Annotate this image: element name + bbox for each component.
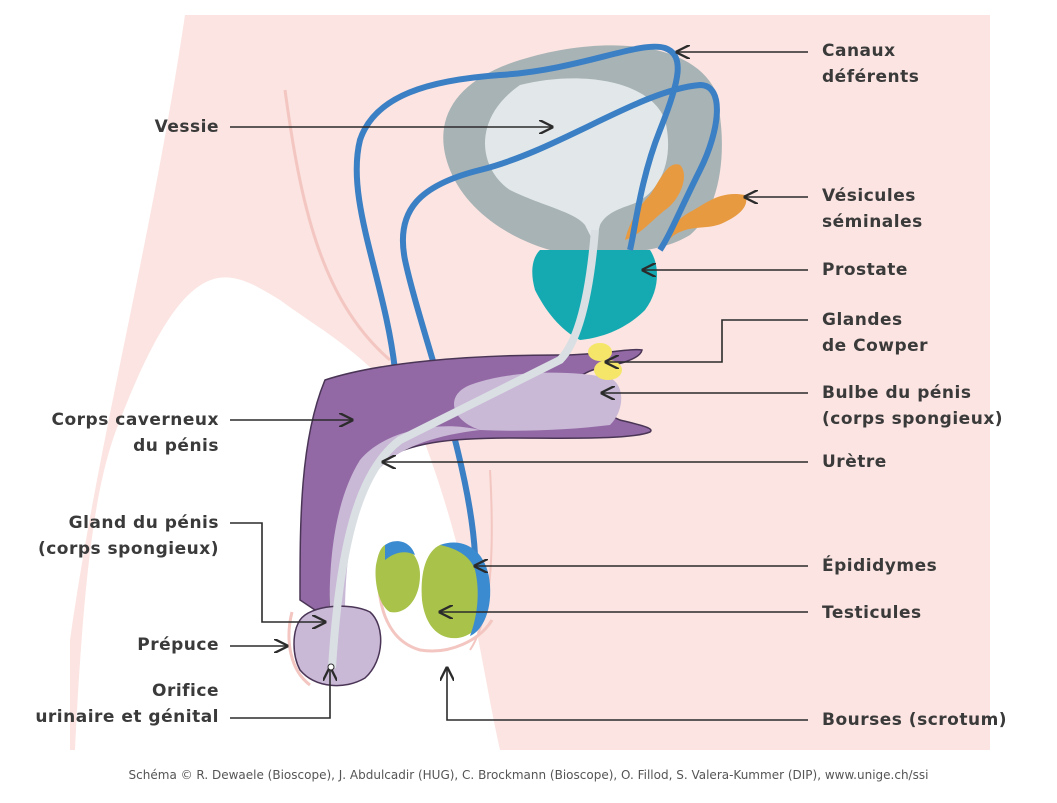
- label-uretre: Urètre: [822, 452, 887, 472]
- vas-deferens-right: [399, 81, 720, 556]
- leader-gland: [230, 522, 325, 622]
- label-vesicules-seminales: Vésicules séminales: [822, 183, 923, 235]
- credit-line: Schéma © R. Dewaele (Bioscope), J. Abdul…: [128, 768, 929, 782]
- label-prepuce: Prépuce: [137, 635, 219, 655]
- label-epididymes: Épididymes: [822, 556, 938, 576]
- label-bulbe-line1: Bulbe du pénis: [822, 383, 972, 403]
- label-glandes-line1: Glandes: [822, 310, 903, 330]
- label-vesicules-line2: séminales: [822, 212, 923, 232]
- vas-deferens-left: [353, 43, 681, 371]
- label-orifice-line2: urinaire et génital: [35, 707, 219, 727]
- leader-orifice: [230, 668, 330, 719]
- label-prostate: Prostate: [822, 260, 908, 280]
- label-canaux-line2: déférents: [822, 67, 920, 87]
- label-canaux-line1: Canaux: [822, 41, 896, 61]
- prepuce-outline: [287, 611, 311, 687]
- testis-right: [421, 543, 489, 639]
- label-corps-line1: Corps caverneux: [51, 410, 219, 430]
- label-glandes-cowper: Glandes de Cowper: [822, 307, 928, 359]
- label-gland-penis: Gland du pénis (corps spongieux): [38, 510, 219, 562]
- epididymis-left: [385, 541, 415, 560]
- seminal-vesicle-right: [660, 193, 747, 250]
- label-gland-line2: (corps spongieux): [37, 539, 219, 559]
- label-orifice-line1: Orifice: [152, 681, 219, 701]
- orifice-marker: [327, 663, 335, 671]
- label-vesicules-line1: Vésicules: [822, 186, 916, 206]
- label-corps-caverneux: Corps caverneux du pénis: [52, 407, 220, 459]
- label-bulbe-line2: (corps spongieux): [822, 409, 1004, 429]
- label-bulbe-penis: Bulbe du pénis (corps spongieux): [822, 380, 1003, 432]
- label-vessie: Vessie: [154, 117, 219, 137]
- leader-glandes: [606, 319, 808, 362]
- testis-left: [375, 544, 420, 613]
- label-orifice: Orifice urinaire et génital: [35, 678, 219, 730]
- leader-bourses: [447, 668, 808, 721]
- cowper-gland-2: [594, 360, 622, 380]
- label-corps-line2: du pénis: [133, 436, 219, 456]
- prostate-gland: [532, 250, 657, 340]
- corpus-spongiosum-bulb: [453, 372, 622, 431]
- bladder-inner: [485, 78, 669, 245]
- label-bourses: Bourses (scrotum): [822, 710, 1008, 730]
- seminal-vesicle-left: [625, 164, 685, 240]
- label-testicules: Testicules: [822, 603, 922, 623]
- cowper-gland-1: [588, 343, 612, 361]
- label-gland-line1: Gland du pénis: [68, 513, 219, 533]
- label-glandes-line2: de Cowper: [822, 336, 929, 356]
- hip-line: [283, 89, 391, 362]
- urethra-duct: [328, 229, 599, 669]
- label-canaux-deferents: Canaux déférents: [822, 38, 919, 90]
